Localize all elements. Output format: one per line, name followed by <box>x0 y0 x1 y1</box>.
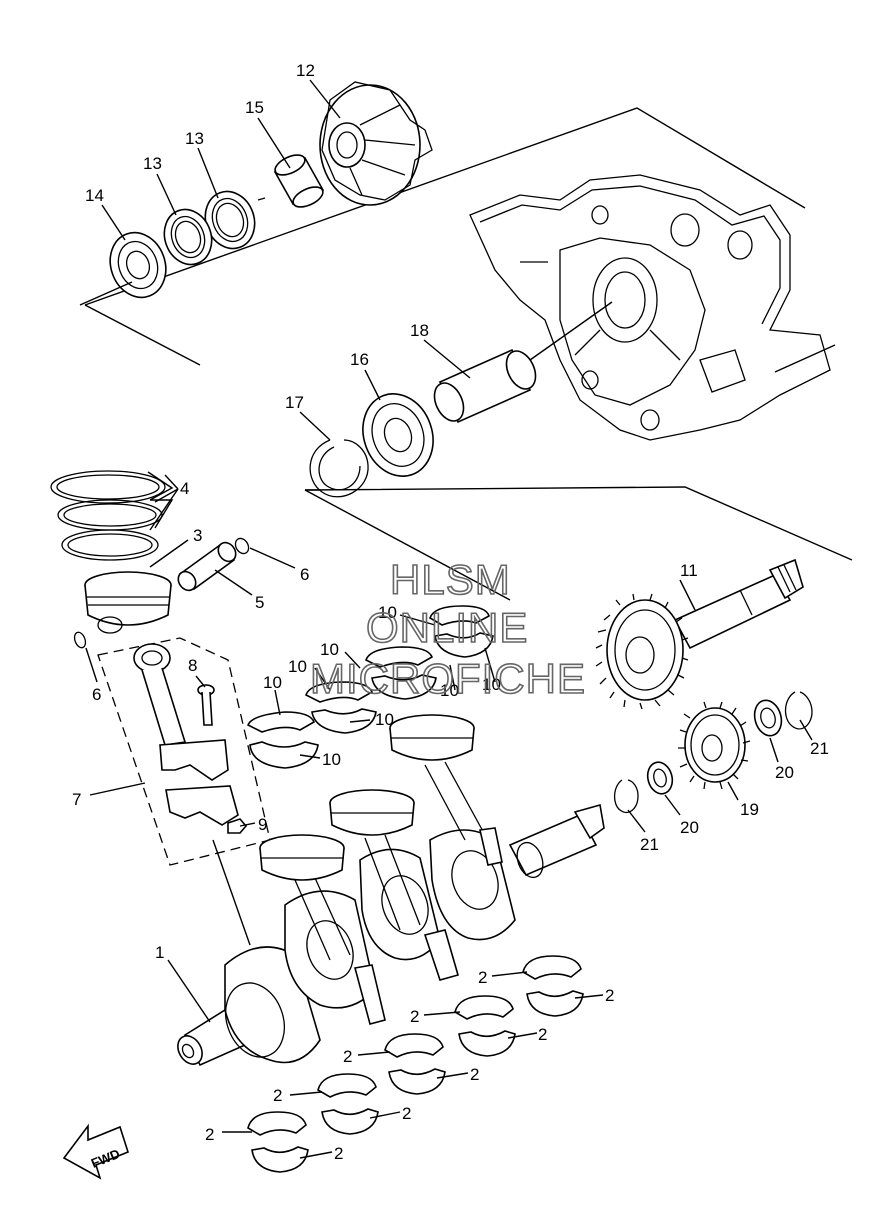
callout-labels: 12 15 13 13 14 18 16 17 4 3 6 5 6 8 7 9 … <box>72 61 829 1163</box>
callout-13-inner: 13 <box>143 154 162 173</box>
callout-10-h: 10 <box>482 675 501 694</box>
crankshaft-assembly <box>177 714 605 1067</box>
crankcase-cover <box>469 174 831 441</box>
watermark-line-1: HLSM <box>390 556 511 603</box>
leader-lines <box>79 79 813 1159</box>
callout-2-a: 2 <box>478 968 487 987</box>
connecting-rod-group-frame <box>97 637 271 866</box>
callout-10-d: 10 <box>375 710 394 729</box>
callout-2-e: 2 <box>343 1047 352 1066</box>
forward-direction-arrow: FWD <box>62 1123 129 1180</box>
thrust-washer-left <box>646 761 674 795</box>
watermark-line-2: ONLINE <box>366 604 528 651</box>
callout-19: 19 <box>740 800 759 819</box>
connecting-rod-bolt <box>197 684 215 726</box>
callout-9: 9 <box>258 815 267 834</box>
callout-10-b: 10 <box>322 750 341 769</box>
output-shaft <box>595 558 804 710</box>
watermark-line-3: MICROFICHE <box>310 655 586 702</box>
callout-2-c: 2 <box>410 1007 419 1026</box>
main-bearings <box>247 955 584 1173</box>
callout-10-a: 10 <box>263 673 282 692</box>
bigend-bearings <box>246 605 494 769</box>
rear-cover-group-frame <box>84 107 836 373</box>
collar <box>273 154 325 208</box>
callout-20-left: 20 <box>680 818 699 837</box>
callout-6-lower: 6 <box>92 685 101 704</box>
callout-20-right: 20 <box>775 763 794 782</box>
collar-large <box>433 348 537 424</box>
callout-2-i: 2 <box>205 1125 214 1144</box>
callout-1: 1 <box>155 943 164 962</box>
piston-pin-clip-upper <box>234 537 250 555</box>
circlip-right <box>784 691 813 730</box>
callout-4: 4 <box>180 479 189 498</box>
oil-seal-inner <box>163 208 213 266</box>
piston <box>84 571 172 634</box>
callout-21-right: 21 <box>810 739 829 758</box>
connecting-rod-nut <box>227 818 248 834</box>
fwd-arrow-icon <box>62 1123 129 1180</box>
callout-12: 12 <box>296 61 315 80</box>
callout-7: 7 <box>72 790 81 809</box>
bearing-small <box>109 231 167 299</box>
piston-pin-clip-lower <box>73 631 87 649</box>
callout-17: 17 <box>285 393 304 412</box>
drive-gear <box>678 701 751 790</box>
callout-6-upper: 6 <box>300 565 309 584</box>
oil-seal-outer <box>204 190 256 250</box>
callout-2-g: 2 <box>273 1086 282 1105</box>
callout-10-c: 10 <box>288 657 307 676</box>
callout-15: 15 <box>245 98 264 117</box>
callout-3: 3 <box>193 526 202 545</box>
callout-2-j: 2 <box>334 1144 343 1163</box>
callout-10-g: 10 <box>440 681 459 700</box>
callout-21-left: 21 <box>640 835 659 854</box>
callout-13-outer: 13 <box>185 129 204 148</box>
callout-10-e: 10 <box>320 640 339 659</box>
piston-rings <box>50 470 166 561</box>
piston-pin <box>177 541 237 592</box>
callout-2-h: 2 <box>402 1104 411 1123</box>
circlip-large <box>309 439 369 498</box>
bearing-group-frame <box>304 486 853 601</box>
callout-8: 8 <box>188 656 197 675</box>
impeller <box>319 81 433 206</box>
connecting-rod <box>133 643 239 826</box>
callout-5: 5 <box>255 593 264 612</box>
callout-16: 16 <box>350 350 369 369</box>
bearing-large <box>362 393 434 477</box>
callout-2-f: 2 <box>470 1065 479 1084</box>
callout-2-d: 2 <box>538 1025 547 1044</box>
callout-2-b: 2 <box>605 986 614 1005</box>
circlip-left <box>613 779 639 814</box>
callout-14: 14 <box>85 186 104 205</box>
thrust-washer-right <box>753 699 783 737</box>
callout-10-f: 10 <box>378 603 397 622</box>
callout-11: 11 <box>680 561 698 580</box>
callout-18: 18 <box>410 321 429 340</box>
watermark: HLSM ONLINE MICROFICHE <box>309 555 586 703</box>
